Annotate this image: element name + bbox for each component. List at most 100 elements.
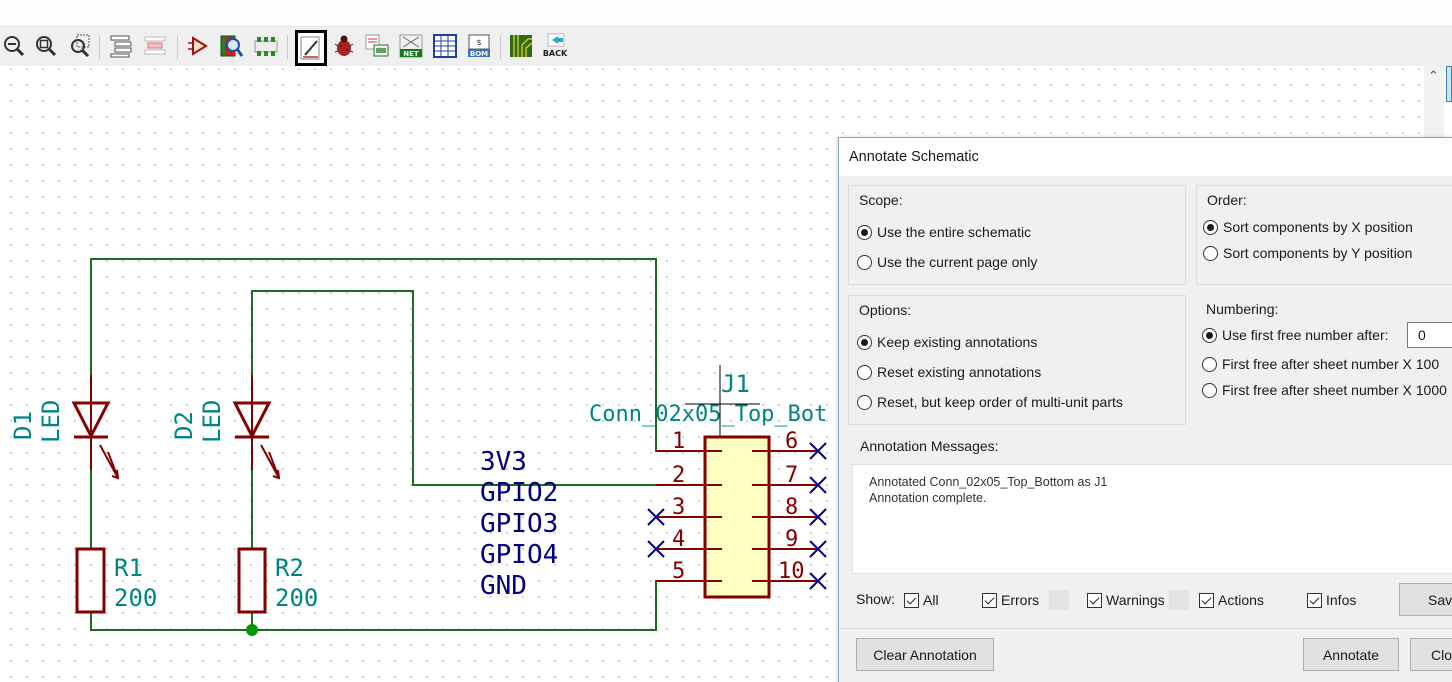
no-connect-flag	[809, 442, 827, 460]
led-d1[interactable]	[71, 375, 120, 480]
filter-all-checkbox[interactable]: All	[904, 589, 939, 611]
title-strip	[0, 0, 1452, 26]
led-d2[interactable]	[232, 375, 281, 480]
hierarchy-navigator-icon[interactable]	[107, 32, 135, 60]
radio-indicator[interactable]	[1202, 327, 1217, 343]
net-label: 3V3	[480, 447, 527, 477]
r1-value: 200	[114, 584, 157, 612]
main-toolbar: NET $ BOM BACK	[0, 26, 1452, 66]
d1-ref: D1	[9, 411, 37, 440]
radio-indicator[interactable]	[857, 364, 872, 380]
show-label: Show:	[856, 591, 895, 607]
annotate-dialog: Annotate Schematic Scope: Use the entire…	[838, 137, 1452, 682]
net-label: GPIO3	[480, 509, 558, 539]
radio-reset-keep-order[interactable]: Reset, but keep order of multi-unit part…	[857, 394, 1123, 410]
svg-text:BOM: BOM	[470, 50, 488, 58]
right-toolbar-edge	[1446, 66, 1452, 102]
d1-value: LED	[37, 400, 65, 443]
zoom-fit-icon[interactable]	[32, 32, 60, 60]
no-connect-flag	[809, 540, 827, 558]
messages-group: Annotation Messages:	[848, 434, 1452, 584]
erc-bug-icon[interactable]	[330, 32, 358, 60]
filter-errors-checkbox[interactable]: Errors	[982, 589, 1039, 611]
back-icon[interactable]: BACK	[541, 32, 569, 60]
radio-label: Use the entire schematic	[877, 224, 1032, 240]
radio-indicator[interactable]	[857, 224, 872, 240]
symbol-editor-icon[interactable]	[184, 32, 212, 60]
radio-indicator[interactable]	[1203, 245, 1218, 261]
d2-ref: D2	[170, 411, 198, 440]
show-filter-row: Show: All Errors Warnings Actions Infos	[856, 589, 1452, 611]
radio-sort-x[interactable]: Sort components by X position	[1203, 219, 1413, 235]
radio-current-page[interactable]: Use the current page only	[857, 254, 1037, 270]
pcbnew-icon[interactable]	[507, 32, 535, 60]
options-group: Options: Keep existing annotations Reset…	[848, 295, 1186, 425]
symbol-browser-icon[interactable]	[218, 32, 246, 60]
assign-footprints-icon[interactable]	[363, 32, 391, 60]
numbering-label: Numbering:	[1206, 301, 1279, 317]
j1-ref: J1	[721, 370, 750, 398]
radio-indicator[interactable]	[857, 334, 872, 350]
radio-reset-existing[interactable]: Reset existing annotations	[857, 364, 1041, 380]
scope-label: Scope:	[859, 192, 903, 208]
no-connect-flag	[809, 508, 827, 526]
resistor-r1[interactable]	[75, 547, 106, 614]
zoom-selection-icon[interactable]	[66, 32, 94, 60]
svg-text:BACK: BACK	[543, 49, 568, 58]
j1-pin-number: 2	[672, 463, 685, 488]
errors-color-swatch	[1049, 590, 1069, 610]
resistor-r2[interactable]	[237, 547, 267, 614]
clear-annotation-button[interactable]: Clear Annotation	[856, 638, 994, 671]
dialog-title: Annotate Schematic	[839, 138, 1452, 176]
wire-d2-to-pin2[interactable]	[251, 290, 704, 486]
spreadsheet-icon[interactable]	[431, 32, 459, 60]
radio-label: Reset, but keep order of multi-unit part…	[877, 394, 1123, 410]
close-button[interactable]: Close	[1410, 638, 1452, 671]
radio-entire-schematic[interactable]: Use the entire schematic	[857, 224, 1031, 240]
j1-pin-number: 9	[785, 527, 798, 552]
radio-indicator[interactable]	[1202, 356, 1217, 372]
scroll-up-icon[interactable]: ⌃	[1428, 68, 1439, 83]
filter-warnings-checkbox[interactable]: Warnings	[1087, 589, 1165, 611]
annotate-button[interactable]: Annotate	[1303, 638, 1399, 671]
messages-label: Annotation Messages:	[860, 438, 999, 454]
netlist-icon[interactable]: NET	[397, 32, 425, 60]
leave-sheet-icon[interactable]	[141, 32, 169, 60]
filter-actions-checkbox[interactable]: Actions	[1199, 589, 1264, 611]
radio-indicator[interactable]	[1203, 219, 1218, 235]
filter-infos-checkbox[interactable]: Infos	[1307, 589, 1356, 611]
dialog-divider	[839, 628, 1452, 629]
j1-pin-number: 6	[785, 429, 798, 454]
radio-first-free[interactable]: Use first free number after:	[1202, 327, 1389, 343]
radio-sort-y[interactable]: Sort components by Y position	[1203, 245, 1412, 261]
connector-j1[interactable]	[656, 365, 818, 599]
radio-indicator[interactable]	[1202, 382, 1217, 398]
toolbar-separator	[500, 35, 501, 59]
radio-indicator[interactable]	[857, 254, 872, 270]
radio-indicator[interactable]	[857, 394, 872, 410]
zoom-out-icon[interactable]	[0, 32, 28, 60]
footprint-assign-icon[interactable]	[252, 32, 280, 60]
messages-box[interactable]: Annotated Conn_02x05_Top_Bottom as J1 An…	[852, 464, 1452, 574]
annotate-icon[interactable]	[295, 30, 327, 66]
order-label: Order:	[1207, 192, 1247, 208]
j1-pin-number: 8	[785, 495, 798, 520]
r2-value: 200	[275, 584, 318, 612]
radio-label: Keep existing annotations	[877, 334, 1038, 350]
first-number-input[interactable]: 0	[1407, 322, 1452, 348]
toolbar-separator	[177, 35, 178, 59]
radio-label: First free after sheet number X 1000	[1222, 382, 1447, 398]
no-connect-flag	[647, 540, 665, 558]
j1-pin-number: 3	[672, 495, 685, 520]
j1-pin-number: 7	[785, 463, 798, 488]
radio-sheet-x1000[interactable]: First free after sheet number X 1000	[1202, 382, 1447, 398]
svg-text:$: $	[476, 38, 481, 47]
radio-sheet-x100[interactable]: First free after sheet number X 100	[1202, 356, 1439, 372]
radio-keep-existing[interactable]: Keep existing annotations	[857, 334, 1037, 350]
j1-value: Conn_02x05_Top_Bot	[589, 402, 827, 427]
bom-icon[interactable]: $ BOM	[465, 32, 493, 60]
save-messages-button[interactable]: Save...	[1399, 583, 1452, 616]
no-connect-flag	[809, 572, 827, 590]
svg-text:NET: NET	[403, 50, 419, 58]
r1-ref: R1	[114, 554, 143, 582]
